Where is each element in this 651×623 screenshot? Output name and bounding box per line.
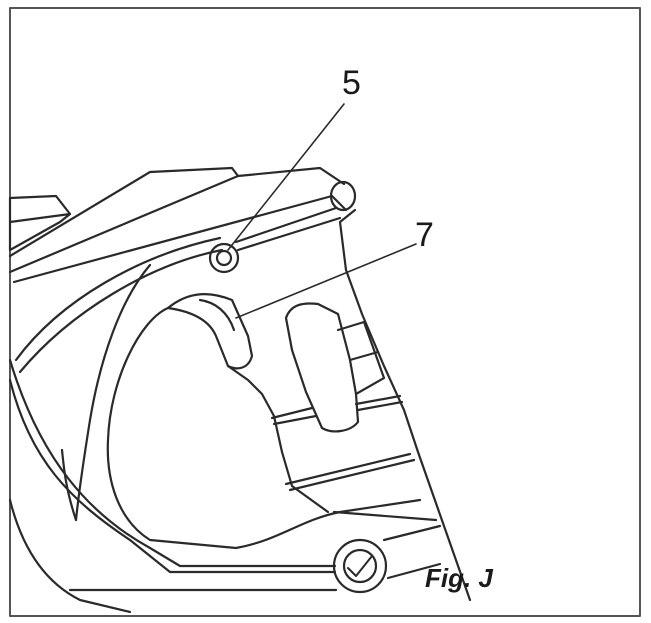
outer-shell-inner: [8, 358, 337, 568]
callout-5-label: 5: [342, 64, 361, 102]
screw-5-inner: [215, 249, 233, 267]
leader-7: [235, 243, 417, 319]
top-rail-lower: [12, 194, 334, 284]
inner-frame-line: [74, 263, 152, 522]
leader-5: [227, 103, 345, 251]
band-2: [272, 414, 318, 426]
inner-band-lower: [18, 248, 224, 374]
inner-band-upper: [14, 236, 222, 362]
top-rail-upper: [8, 166, 240, 258]
inner-cavity: [106, 306, 422, 550]
knob-mark: [347, 555, 373, 577]
band-4: [288, 458, 416, 492]
figure-caption: Fig. J: [425, 563, 493, 593]
knob-inner: [342, 548, 378, 584]
knob-outer: [332, 538, 388, 594]
top-rail-middle: [8, 166, 346, 274]
mid-contour: [226, 364, 330, 514]
band-1: [270, 406, 314, 420]
figure-border: [9, 7, 641, 617]
top-cap-block: [8, 194, 72, 224]
latch-7: [166, 293, 254, 370]
band-3: [284, 452, 412, 486]
callout-7-label: 7: [415, 216, 434, 254]
right-contour: [338, 208, 472, 602]
slot-button: [284, 302, 360, 433]
screw-5-outer: [208, 242, 240, 274]
outer-shell: [8, 378, 337, 574]
lower-plate: [332, 510, 438, 522]
